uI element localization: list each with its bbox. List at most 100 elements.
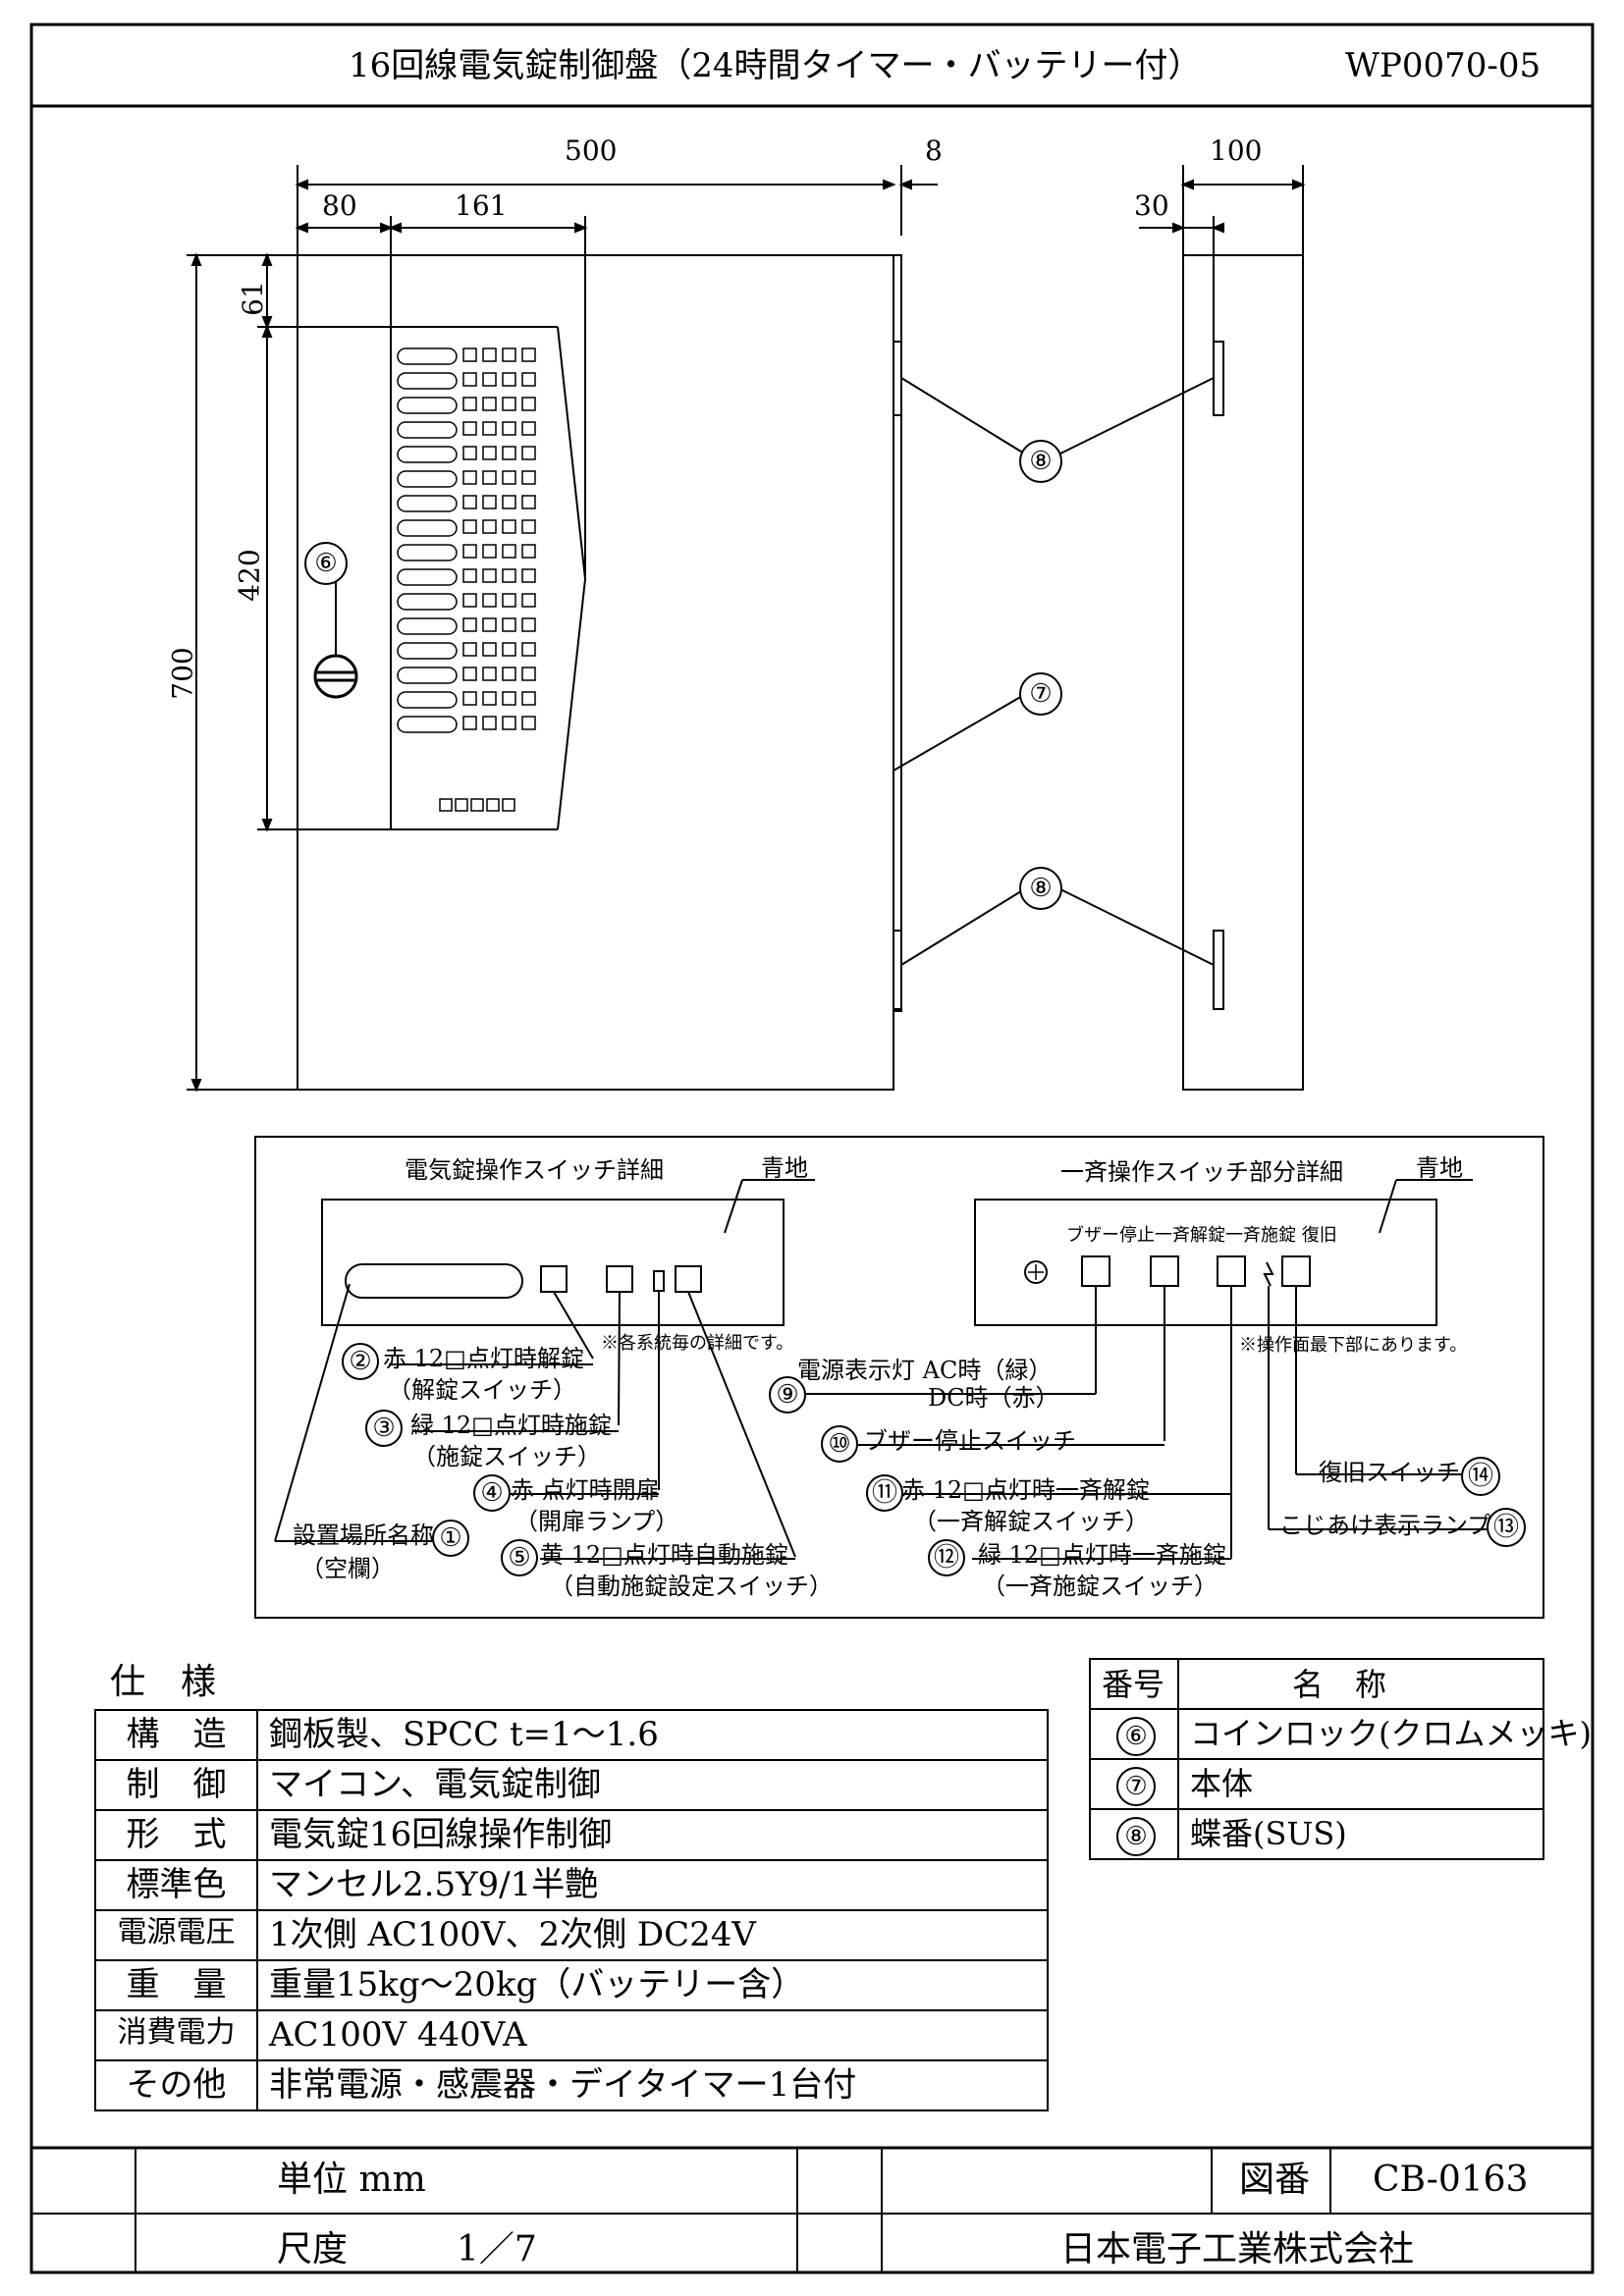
spec-value: 鋼板製、SPCC t=1〜1.6 <box>269 1715 659 1754</box>
arrow-head <box>388 222 402 234</box>
footer-drawing-no-label: 図番 <box>1239 2160 1311 2200</box>
indicator-square <box>502 544 516 559</box>
group-item-9-sub: DC時（赤） <box>928 1384 1059 1412</box>
footer-company: 日本電子工業株式会社 <box>1060 2229 1415 2269</box>
spec-label: 重 量 <box>126 1965 227 2004</box>
indicator-square <box>462 716 477 730</box>
buzzer-stop-switch <box>1081 1255 1110 1287</box>
parts-number: ⑦ <box>1116 1767 1156 1806</box>
release-all-switch <box>1150 1255 1179 1287</box>
indicator-square <box>482 716 497 730</box>
arrow-head <box>898 179 912 190</box>
group-detail-title: 一斉操作スイッチ部分詳細 <box>1060 1158 1343 1186</box>
hinge-top <box>893 341 902 416</box>
group-button-labels: ブザー停止一斉解錠一斉施錠 復旧 <box>1066 1225 1337 1246</box>
indicator-square <box>521 470 536 485</box>
leader-1 <box>274 1283 351 1542</box>
arrow-head <box>261 819 273 832</box>
group-item-9-text: 電源表示灯 AC時（緑） <box>797 1357 1053 1384</box>
indicator-square <box>462 347 477 362</box>
dim-depth: 100 <box>1210 134 1263 167</box>
switch-item-2-sub: （解錠スイッチ） <box>388 1376 576 1404</box>
arrow-head <box>1172 222 1186 234</box>
indicator-square <box>521 347 536 362</box>
switch-label-slot <box>397 397 458 414</box>
spec-value: 重量15kg〜20kg（バッテリー含） <box>269 1965 805 2004</box>
leader-3 <box>618 1291 621 1426</box>
side-hinge-top <box>1213 341 1224 416</box>
dim-top: 61 <box>236 281 269 316</box>
switch-label-slot <box>397 716 458 733</box>
dim-width: 500 <box>565 134 618 167</box>
coin-lock <box>313 654 358 699</box>
indicator-square <box>482 593 497 608</box>
dim-side-offset: 30 <box>1134 189 1169 222</box>
parts-number: ⑥ <box>1116 1717 1156 1756</box>
indicator-square <box>521 642 536 657</box>
indicator-square <box>482 421 497 436</box>
leader-8 <box>900 377 1030 457</box>
indicator-square <box>462 470 477 485</box>
leader-8 <box>1054 377 1215 457</box>
indicator-square <box>482 347 497 362</box>
spec-value: 電気錠16回線操作制御 <box>269 1815 613 1854</box>
indicator-square <box>482 667 497 681</box>
indicator-square <box>482 470 497 485</box>
switch-detail-title: 電気錠操作スイッチ詳細 <box>405 1156 664 1184</box>
indicator-square <box>462 372 477 387</box>
indicator-square <box>502 716 516 730</box>
release-switch <box>540 1265 568 1293</box>
group-item-13-num: ⑬ <box>1487 1508 1526 1547</box>
switch-detail-bg: 青地 <box>761 1154 808 1182</box>
indicator-square <box>462 667 477 681</box>
switch-label-slot <box>397 347 458 365</box>
switch-item-1-num: ① <box>432 1520 469 1557</box>
switch-item-1-text: 設置場所名称 <box>293 1522 434 1549</box>
group-item-14-num: ⑭ <box>1461 1457 1500 1496</box>
switch-item-3-num: ③ <box>365 1410 403 1447</box>
lock-all-switch <box>1217 1255 1246 1287</box>
lock-switch <box>606 1265 633 1293</box>
switch-label-slot <box>397 495 458 512</box>
group-detail-note: ※操作面最下部にあります。 <box>1239 1335 1468 1356</box>
group-detail-bg: 青地 <box>1416 1154 1463 1182</box>
indicator-square <box>521 691 536 706</box>
group-item-11-text: 赤 12□点灯時一斉解錠 <box>901 1476 1150 1504</box>
group-item-13-text: こじあけ表示ランプ <box>1279 1512 1491 1539</box>
arrow-head <box>380 222 394 234</box>
arrow-head <box>883 179 896 190</box>
footer-scale-label: 尺度 <box>277 2229 349 2269</box>
indicator-square <box>502 446 516 460</box>
indicator-square <box>502 347 516 362</box>
indicator-square <box>482 617 497 632</box>
spec-value: マイコン、電気錠制御 <box>269 1765 601 1804</box>
arrow-head <box>295 179 308 190</box>
indicator-square <box>521 617 536 632</box>
hinge-bottom <box>893 930 902 1010</box>
model-number: WP0070-05 <box>1345 46 1542 85</box>
group-item-10-text: ブザー停止スイッチ <box>864 1427 1076 1455</box>
panel-slant-bottom <box>557 578 586 830</box>
dim-panel-height: 420 <box>233 549 266 602</box>
parts-header-no: 番号 <box>1102 1666 1165 1703</box>
group-item-11-sub: （一斉解錠スイッチ） <box>913 1508 1149 1535</box>
indicator-square <box>521 568 536 583</box>
reset-switch <box>1281 1255 1311 1287</box>
indicator-square <box>482 544 497 559</box>
switch-item-3-text: 緑 12□点灯時施錠 <box>410 1412 612 1439</box>
indicator-square <box>482 397 497 411</box>
panel-slant-top <box>557 326 586 580</box>
switch-label-slot <box>397 617 458 635</box>
indicator-square <box>502 667 516 681</box>
spec-label: 制 御 <box>126 1765 227 1804</box>
switch-item-1-sub: （空欄） <box>300 1555 395 1582</box>
indicator-square <box>502 617 516 632</box>
bottom-lamp <box>486 798 500 812</box>
indicator-square <box>462 691 477 706</box>
spec-value: 非常電源・感震器・デイタイマー1台付 <box>269 2065 857 2105</box>
group-item-12-num: ⑫ <box>928 1539 965 1576</box>
dim-panel-width: 161 <box>455 189 508 222</box>
switch-label-slot <box>397 446 458 463</box>
switch-detail-note: ※各系統毎の詳細です。 <box>601 1333 794 1354</box>
